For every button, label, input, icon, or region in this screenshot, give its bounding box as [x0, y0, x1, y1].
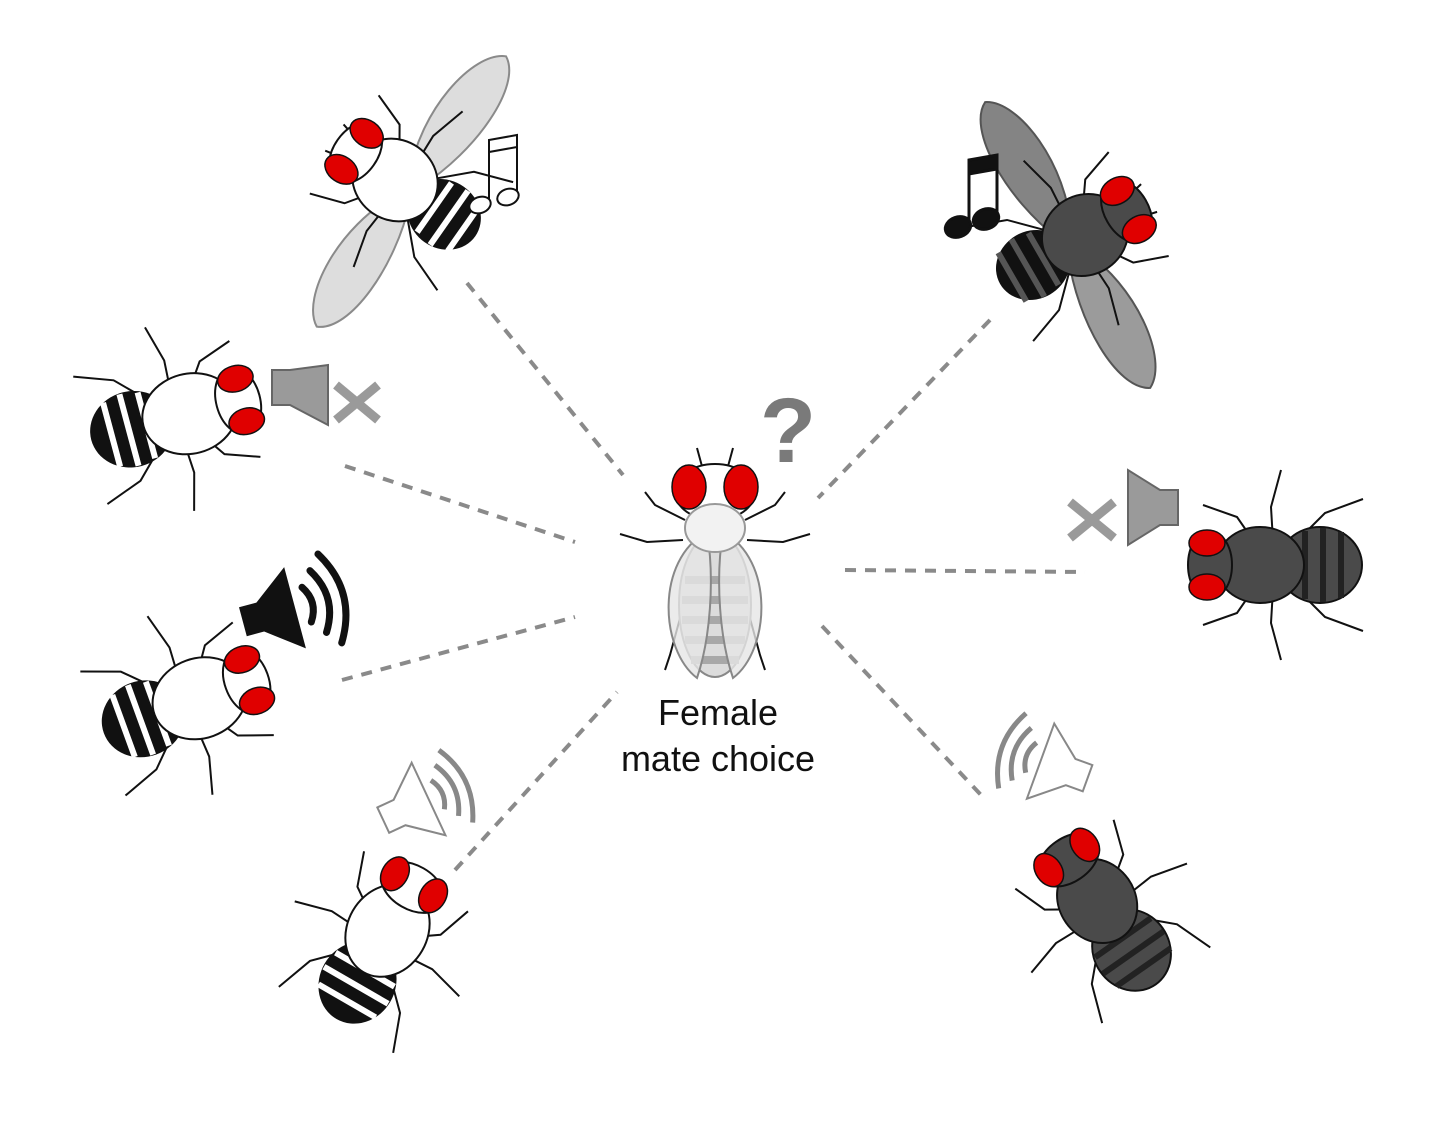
female-fly [619, 447, 811, 680]
eye-icon [1069, 827, 1101, 863]
eye-icon [349, 117, 384, 149]
fly-white-muted [64, 303, 283, 534]
eye-icon [1033, 852, 1065, 888]
eye-icon [1188, 529, 1226, 557]
speaker-soft-outline-icon [376, 748, 476, 837]
fly-dark-soft [978, 788, 1236, 1041]
music-note-outline-icon [468, 133, 520, 215]
fly-dark-muted [1187, 469, 1364, 661]
fly-white-wings-music [278, 55, 531, 328]
speaker-soft-outline-icon [995, 711, 1094, 801]
eye-icon [223, 645, 261, 674]
spoke-left-upper [344, 464, 576, 544]
speaker-muted-icon [271, 363, 381, 427]
fly-white-soft [252, 822, 506, 1069]
female-mate-choice-label: Female mate choice [568, 690, 868, 782]
fly-dark-wings-music [951, 101, 1198, 389]
eye-icon [379, 856, 411, 892]
caption-line-1: Female [657, 692, 779, 733]
eye-icon [1188, 573, 1226, 601]
spoke-bottom-left [453, 690, 619, 872]
eye-icon [228, 407, 266, 436]
music-note-black-icon [943, 153, 1001, 239]
female-eye-right [723, 464, 759, 510]
speaker-muted-icon [1067, 468, 1179, 547]
fly-white-loud [69, 584, 299, 824]
eye-icon [417, 878, 449, 914]
eye-icon [1121, 213, 1157, 245]
spoke-right [844, 568, 1086, 574]
connection-lines [341, 281, 1086, 872]
caption-line-2: mate choice [620, 738, 816, 779]
female-eye-left [671, 464, 707, 510]
eye-icon [216, 364, 254, 393]
eye-icon [1099, 175, 1135, 207]
spoke-top-right [816, 318, 992, 500]
eye-icon [238, 686, 276, 716]
question-mark: ? [760, 380, 816, 482]
speaker-loud-icon [239, 550, 350, 649]
spoke-left-lower [341, 615, 576, 682]
spoke-top-left [465, 281, 625, 477]
eye-icon [324, 153, 359, 185]
